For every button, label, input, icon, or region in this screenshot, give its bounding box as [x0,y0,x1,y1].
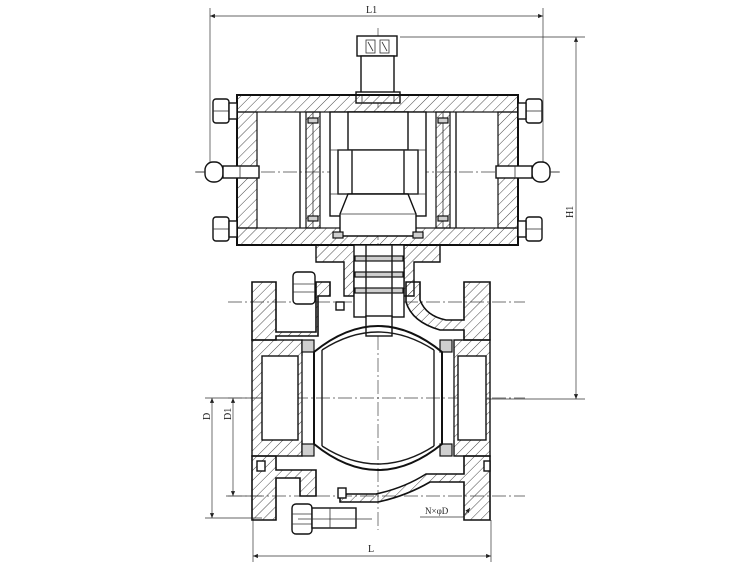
label-d1: D1 [223,408,234,420]
label-l: L [368,544,374,555]
label-d: D [202,413,213,420]
label-bolt-note: N×φD [425,506,449,516]
label-l1: L1 [366,5,377,16]
label-h1: H1 [565,206,576,218]
valve-body [251,281,491,521]
actuator-stem [355,35,401,104]
dimension-h1: H1 [400,36,585,400]
dimension-l: L [252,520,492,562]
body-bolts [256,271,491,535]
actuator-bolts [196,98,559,242]
actuator-housing [236,94,519,246]
bolt-note: N×φD [420,506,471,518]
dimension-l1: L1 [209,5,544,175]
